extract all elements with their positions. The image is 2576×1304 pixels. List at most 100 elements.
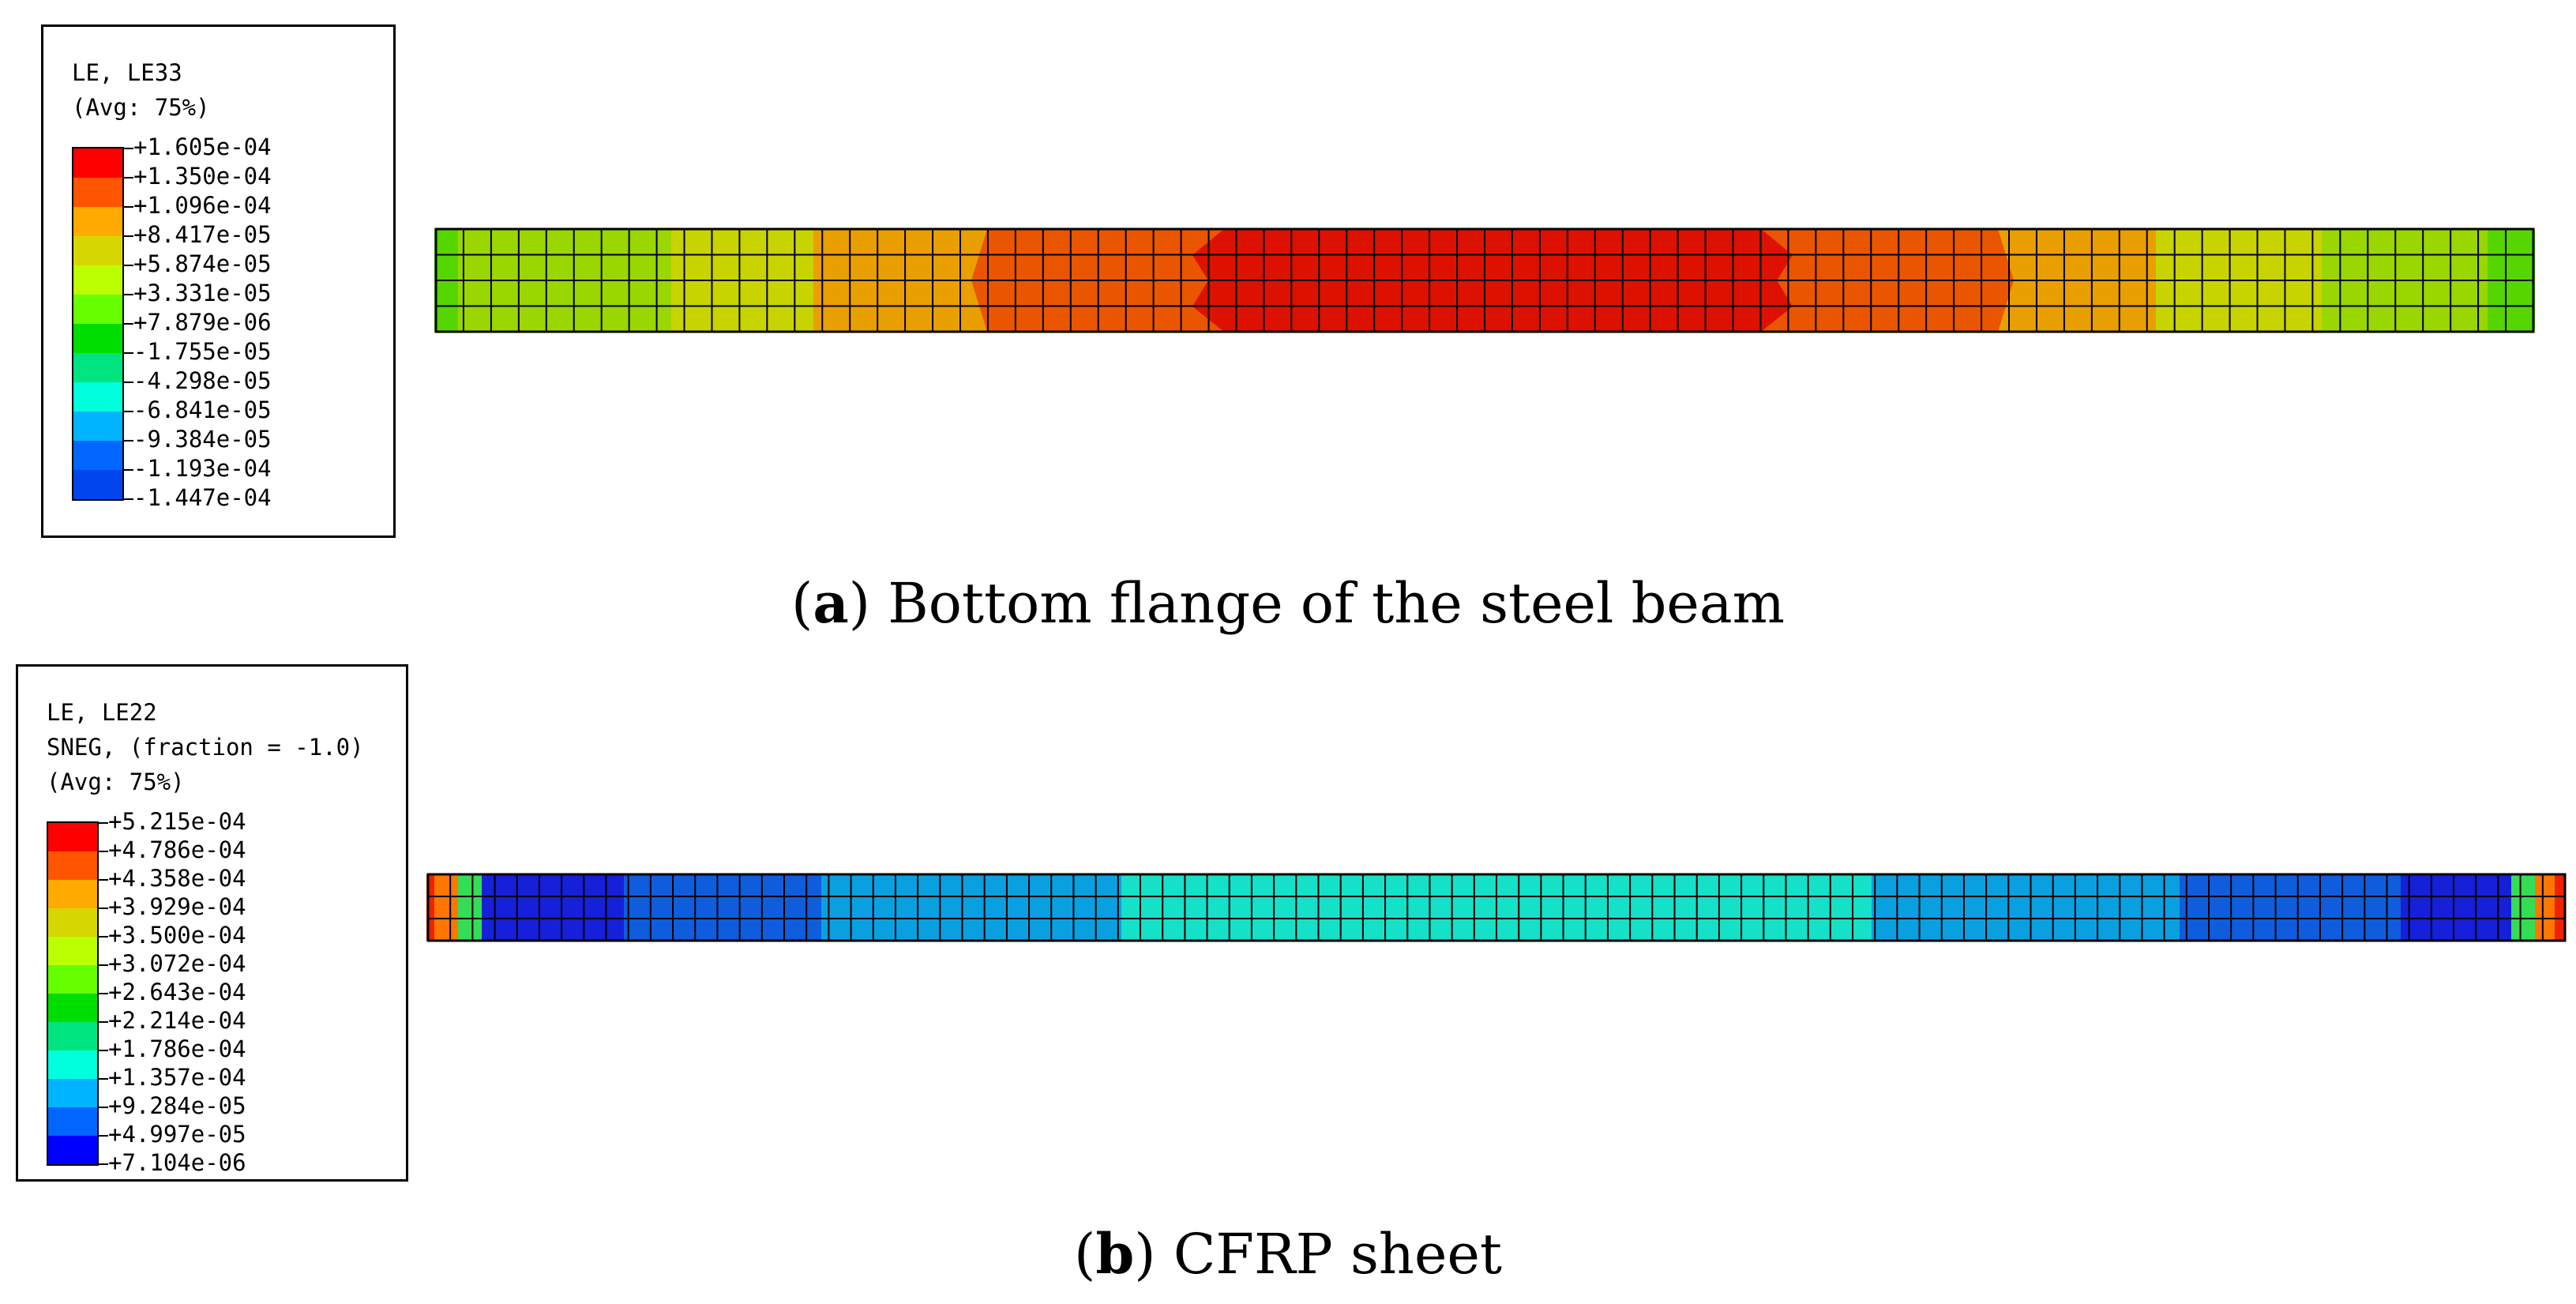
legend-b-tick-label: +3.929e-04 bbox=[108, 893, 246, 920]
legend-a: LE, LE33 (Avg: 75%) +1.605e-04 +1.350e-04… bbox=[41, 24, 396, 538]
bottom-flange-contour bbox=[434, 227, 2535, 333]
legend-a-tick bbox=[122, 265, 133, 266]
legend-a-tick-label: -9.384e-05 bbox=[133, 426, 272, 453]
legend-a-swatch bbox=[73, 178, 122, 207]
legend-b-swatch bbox=[48, 1079, 97, 1107]
legend-b-tick-label: +2.214e-04 bbox=[108, 1007, 246, 1034]
legend-b-tick-label: +1.357e-04 bbox=[108, 1064, 246, 1091]
contour-band bbox=[482, 874, 624, 941]
legend-a-swatch bbox=[73, 207, 122, 236]
legend-b-tick-label: +4.358e-04 bbox=[108, 865, 246, 892]
legend-a-variable: LE, LE33 bbox=[72, 59, 182, 86]
legend-a-swatch bbox=[73, 353, 122, 382]
beam-a-mesh bbox=[435, 229, 2534, 332]
beam-a-outline bbox=[434, 227, 2535, 333]
legend-a-tick bbox=[122, 440, 133, 442]
legend-b-swatch bbox=[48, 823, 97, 851]
legend-a-averaging: (Avg: 75%) bbox=[72, 94, 210, 121]
legend-a-tick bbox=[122, 469, 133, 471]
legend-a-swatch bbox=[73, 441, 122, 470]
legend-b-tick bbox=[97, 993, 108, 994]
legend-b-tick-label: +4.786e-04 bbox=[108, 836, 246, 863]
legend-b-tick-label: +7.104e-06 bbox=[108, 1149, 246, 1176]
contour-band bbox=[426, 874, 434, 941]
legend-b-tick bbox=[97, 822, 108, 824]
legend-a-swatch bbox=[73, 265, 122, 295]
panel-b: LE, LE22 SNEG, (fraction = -1.0) (Avg: 7… bbox=[0, 648, 2576, 1304]
legend-b: LE, LE22 SNEG, (fraction = -1.0) (Avg: 7… bbox=[16, 664, 408, 1182]
legend-b-tick bbox=[97, 1135, 108, 1137]
legend-b-colorbar bbox=[47, 821, 99, 1166]
legend-b-tick bbox=[97, 1078, 108, 1080]
legend-a-swatch bbox=[73, 411, 122, 441]
legend-a-swatch bbox=[73, 382, 122, 411]
caption-a-text: Bottom flange of the steel beam bbox=[888, 571, 1785, 636]
legend-a-tick bbox=[122, 352, 133, 354]
legend-a-tick-label: +1.350e-04 bbox=[133, 163, 272, 190]
legend-b-tick bbox=[97, 936, 108, 938]
legend-a-tick bbox=[122, 177, 133, 179]
legend-b-tick bbox=[97, 964, 108, 966]
legend-a-tick-label: -6.841e-05 bbox=[133, 396, 272, 423]
legend-a-swatch bbox=[73, 295, 122, 324]
legend-a-tick bbox=[122, 498, 133, 500]
legend-b-tick bbox=[97, 1107, 108, 1108]
legend-a-tick bbox=[122, 235, 133, 237]
legend-a-tick bbox=[122, 206, 133, 208]
legend-a-swatch bbox=[73, 236, 122, 265]
legend-b-swatch bbox=[48, 1107, 97, 1136]
contour-band bbox=[2535, 874, 2555, 941]
legend-b-tick bbox=[97, 1050, 108, 1051]
legend-b-swatch bbox=[48, 1050, 97, 1079]
legend-a-tick-label: +7.879e-06 bbox=[133, 309, 272, 336]
contour-band bbox=[434, 874, 458, 941]
legend-b-tick-label: +3.072e-04 bbox=[108, 950, 246, 977]
legend-a-tick-label: +8.417e-05 bbox=[133, 221, 272, 248]
panel-a: LE, LE33 (Avg: 75%) +1.605e-04 +1.350e-04… bbox=[0, 0, 2576, 648]
caption-b-text: CFRP sheet bbox=[1173, 1222, 1502, 1287]
legend-a-tick bbox=[122, 323, 133, 325]
legend-b-swatch bbox=[48, 908, 97, 937]
legend-b-tick-label: +5.215e-04 bbox=[108, 808, 246, 835]
contour-band bbox=[2555, 874, 2565, 941]
legend-b-averaging: (Avg: 75%) bbox=[47, 768, 185, 795]
legend-b-swatch bbox=[48, 1136, 97, 1164]
caption-b: (b) CFRP sheet bbox=[1074, 1221, 1502, 1287]
legend-b-swatch bbox=[48, 1022, 97, 1050]
legend-a-swatch bbox=[73, 470, 122, 499]
legend-b-swatch bbox=[48, 851, 97, 880]
beam-b-outline bbox=[426, 873, 2567, 942]
caption-a-letter: a bbox=[813, 570, 849, 636]
legend-a-tick-label: -1.193e-04 bbox=[133, 455, 272, 482]
legend-a-tick-label: +1.605e-04 bbox=[133, 133, 272, 160]
legend-b-tick-label: +9.284e-05 bbox=[108, 1092, 246, 1119]
contour-band bbox=[2511, 874, 2535, 941]
contour-band bbox=[2401, 874, 2511, 941]
legend-b-tick-label: +4.997e-05 bbox=[108, 1121, 246, 1148]
legend-a-swatch bbox=[73, 324, 122, 353]
legend-b-tick bbox=[97, 1021, 108, 1023]
legend-b-swatch bbox=[48, 937, 97, 965]
legend-b-tick-label: +3.500e-04 bbox=[108, 922, 246, 949]
legend-a-tick-label: -1.755e-05 bbox=[133, 338, 272, 365]
contour-band bbox=[821, 874, 1121, 941]
legend-a-tick-label: +1.096e-04 bbox=[133, 192, 272, 219]
cfrp-sheet-contour bbox=[426, 873, 2567, 942]
caption-a: (a) Bottom flange of the steel beam bbox=[791, 570, 1785, 636]
legend-b-tick-label: +1.786e-04 bbox=[108, 1035, 246, 1062]
caption-b-letter: b bbox=[1095, 1221, 1135, 1287]
legend-a-tick-label: -4.298e-05 bbox=[133, 367, 272, 394]
contour-band bbox=[624, 874, 821, 941]
legend-b-swatch bbox=[48, 880, 97, 908]
legend-a-colorbar bbox=[72, 147, 124, 501]
legend-a-tick-label: +3.331e-05 bbox=[133, 280, 272, 306]
legend-a-tick-label: -1.447e-04 bbox=[133, 484, 272, 511]
legend-a-tick bbox=[122, 381, 133, 383]
legend-b-swatch bbox=[48, 965, 97, 994]
legend-a-tick bbox=[122, 411, 133, 412]
legend-b-swatch bbox=[48, 994, 97, 1022]
contour-band bbox=[2180, 874, 2401, 941]
legend-a-swatch bbox=[73, 148, 122, 178]
legend-b-tick bbox=[97, 1163, 108, 1165]
legend-b-variable: LE, LE22 bbox=[47, 699, 157, 726]
